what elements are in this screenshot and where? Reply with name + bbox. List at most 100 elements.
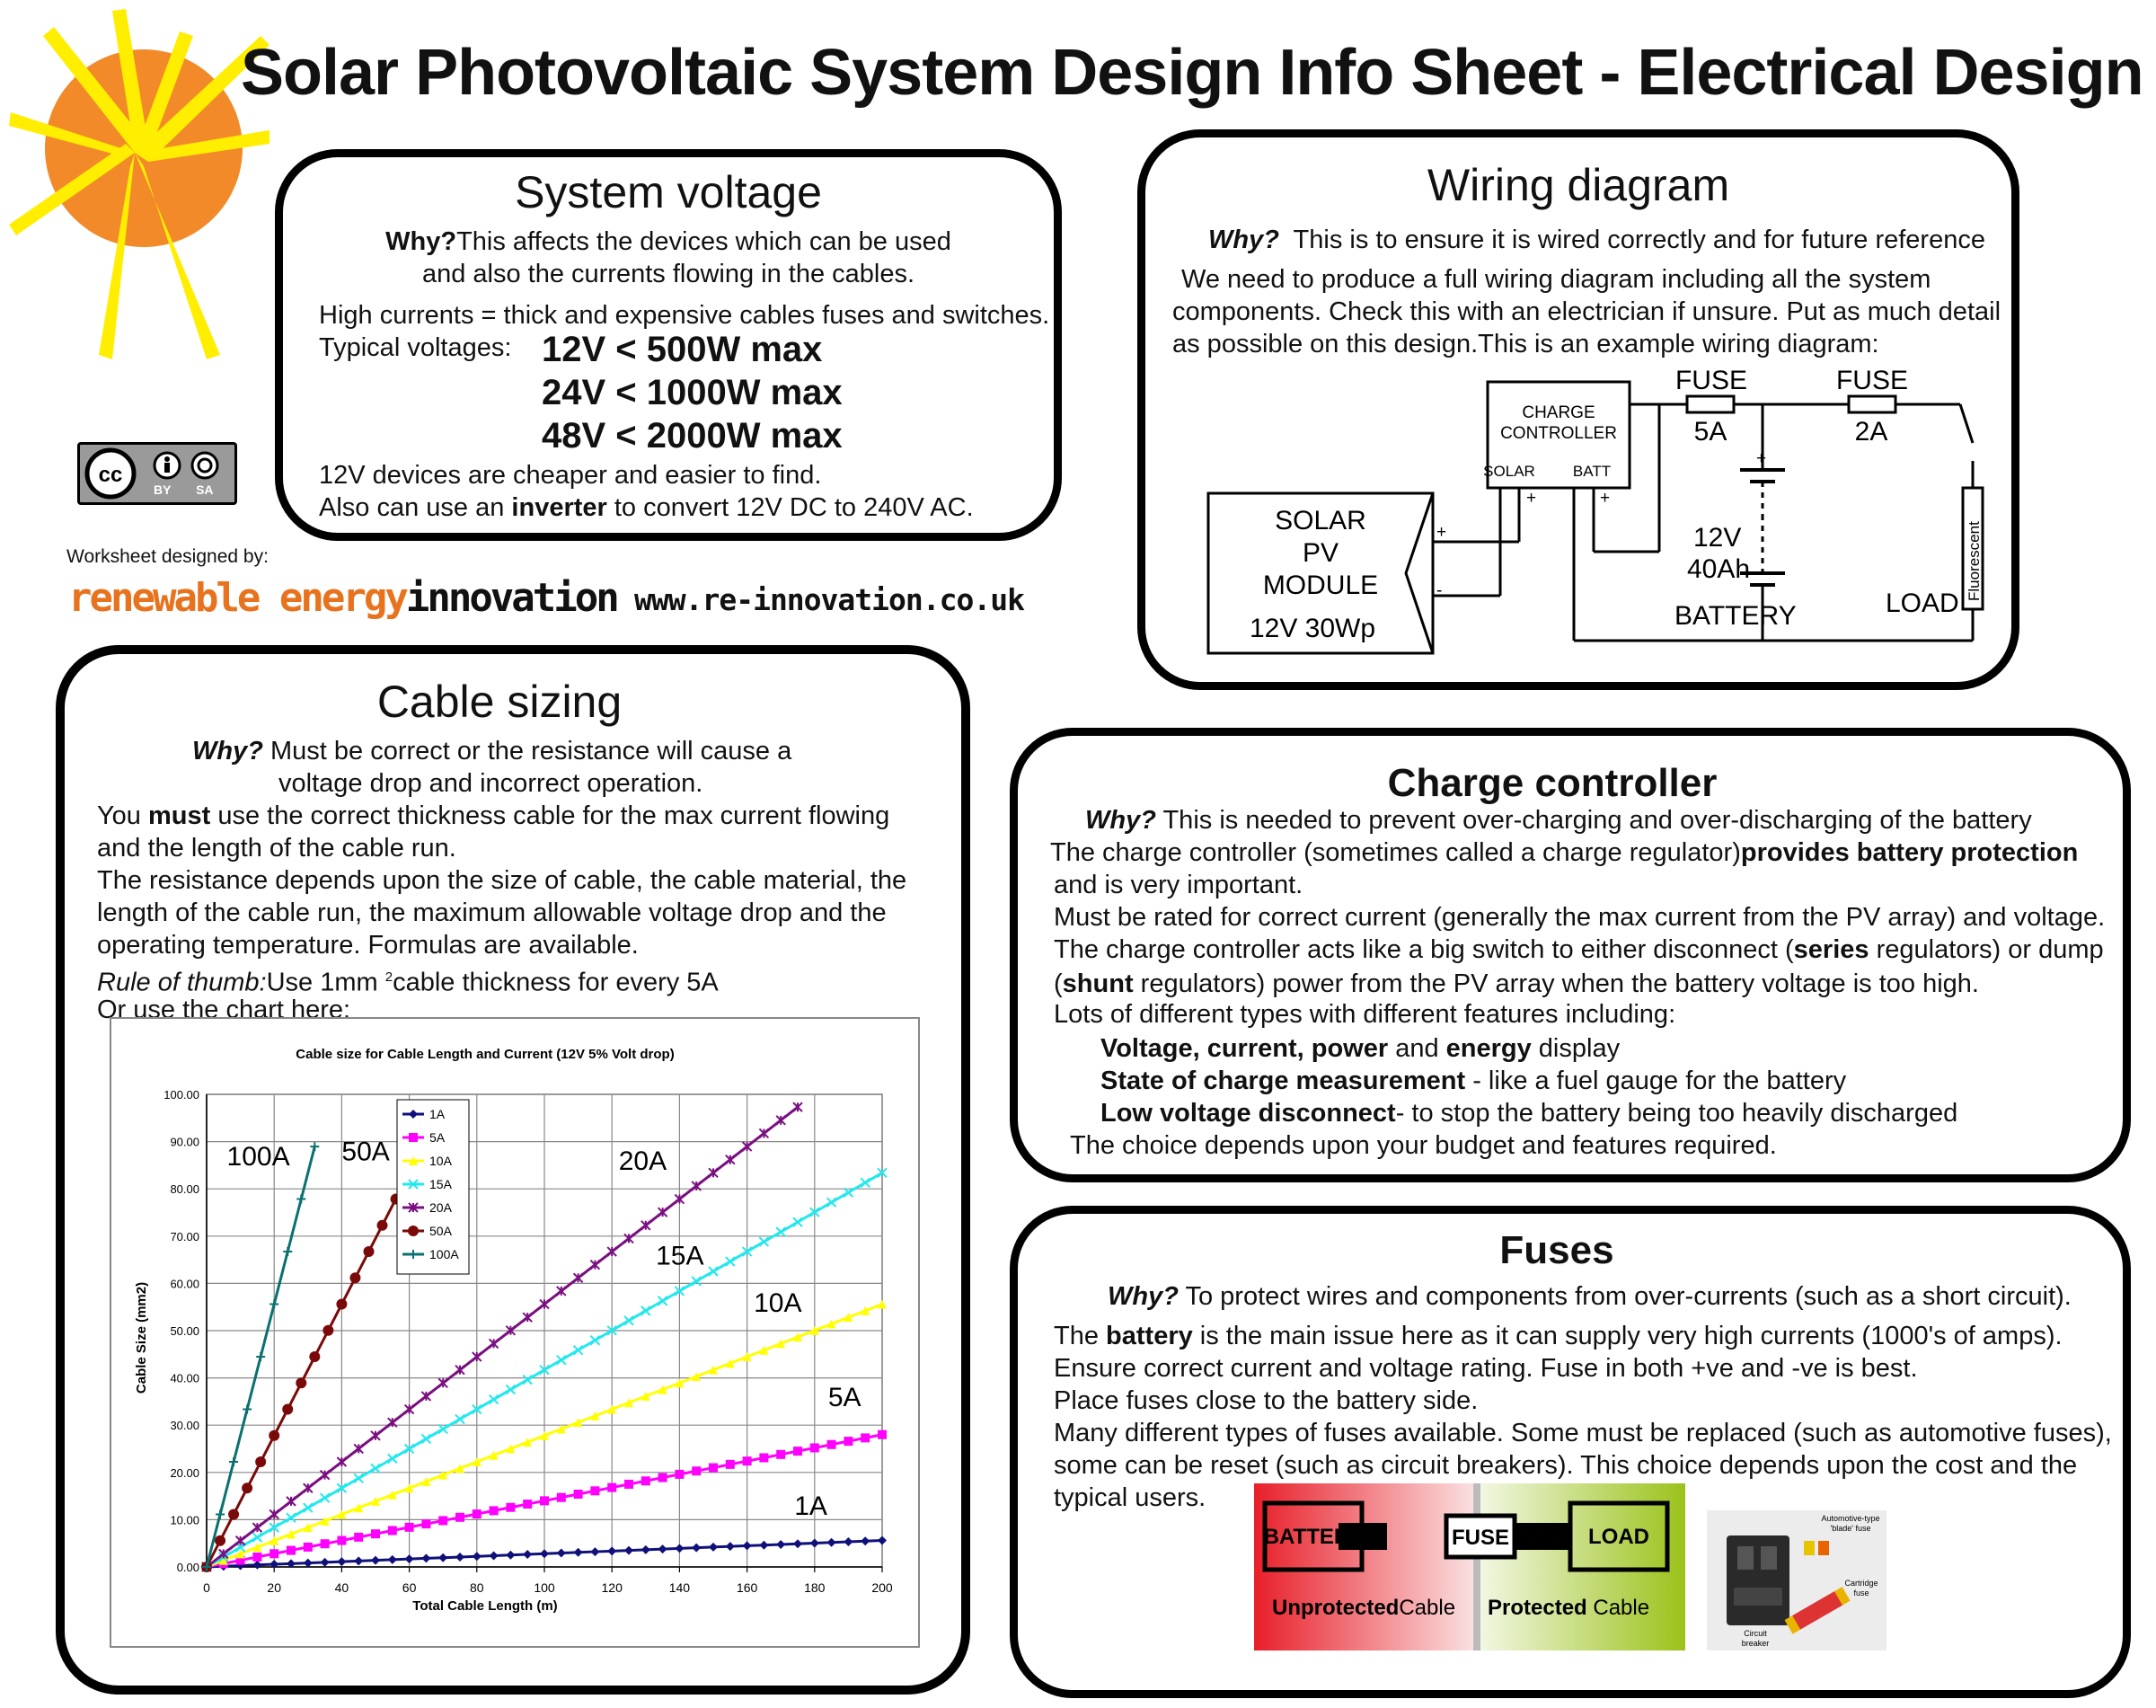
data-point [523,1550,533,1560]
data-point [256,1352,266,1362]
legend-entry: 50A [429,1224,453,1238]
x-tick-label: 140 [669,1580,691,1595]
cc-license-text: BY SA [154,482,214,497]
data-point [540,1430,549,1440]
feature-display-bold: Voltage, current, power [1100,1034,1389,1063]
rule-superscript: 2 [384,969,393,985]
data-point [320,1539,330,1549]
data-point [252,1522,263,1533]
data-point [319,1492,331,1503]
data-point [235,1549,245,1559]
cable-must-line: You must use the correct thickness cable… [97,800,889,832]
data-point [775,1226,786,1237]
fuse-protection-diagram: BATTERY FUSE LOAD UnprotectedCable Prote… [1254,1483,1685,1650]
legend-entry: 1A [429,1107,446,1121]
data-point [489,1450,499,1460]
battery-symbol [1740,468,1785,587]
data-point [826,1537,836,1547]
fuse-1-label: FUSE [1675,366,1747,395]
data-point [572,1272,584,1284]
blade-label: 'blade' fuse [1831,1524,1871,1533]
data-point [641,1305,651,1316]
data-point [336,1456,348,1467]
y-tick-label: 70.00 [170,1230,199,1243]
fuse-types-photo: Automotive-type 'blade' fuse Cartridge f… [1707,1510,1886,1650]
fuses-line-3: Place fuses close to the battery side. [1054,1386,1479,1415]
data-point [286,1496,296,1507]
data-point [861,1433,870,1443]
data-point [809,1207,820,1217]
feature-display-energy: energy [1445,1034,1532,1063]
data-point [623,1233,634,1244]
data-point [506,1550,516,1560]
data-point [323,1324,334,1336]
charge-line-5-pre: ( [1054,969,1063,998]
inverter-post: to convert 12V DC to 240V AC. [606,493,974,522]
cartridge-fuse-label: fuse [1853,1589,1869,1597]
data-point [505,1325,517,1336]
data-point [455,1413,465,1425]
data-point [409,1156,418,1165]
circuit-breaker-image [1727,1535,1789,1625]
fuses-line-2: Ensure correct current and voltage ratin… [1054,1354,1918,1383]
data-point [793,1447,802,1456]
fuse-2-label: FUSE [1836,366,1908,395]
data-point [472,1351,482,1362]
data-point [270,1299,279,1309]
data-point [809,1538,819,1548]
data-point [437,1423,448,1435]
data-point [252,1543,262,1553]
data-point [455,1512,464,1522]
x-tick-label: 100 [534,1580,555,1595]
data-point [572,1345,584,1356]
data-point [692,1466,702,1476]
data-point [776,1449,786,1459]
data-point [556,1548,566,1558]
y-tick-label: 20.00 [170,1466,199,1480]
legend-entry: 20A [429,1200,453,1215]
data-point [658,1473,667,1482]
data-point [255,1456,267,1468]
data-point [404,1483,414,1493]
pv-label-3: MODULE [1263,571,1378,600]
data-point [296,1377,307,1389]
batt-terminal-label: BATT [1573,463,1611,480]
y-tick-label: 0.00 [177,1561,199,1574]
series-label-10a: 10A [754,1288,801,1318]
data-point [742,1352,752,1362]
data-point [709,1463,718,1473]
voltage-option-48v: 48V < 2000W max [542,416,843,456]
fuses-line-1-pre: The [1054,1322,1107,1350]
chart-x-label: Total Cable Length (m) [412,1598,557,1614]
data-point [488,1394,499,1405]
website-link[interactable]: www.re-innovation.co.uk [634,582,1025,617]
data-point [826,1197,837,1208]
data-point [252,1532,263,1543]
automotive-label: Automotive-type [1821,1514,1879,1523]
why-label: Why? [1108,1282,1179,1311]
battery-plus-sign: + [1756,449,1766,468]
data-point [623,1315,634,1326]
series-label-1a: 1A [794,1491,827,1521]
data-point [657,1207,668,1217]
data-point [353,1443,364,1455]
data-point [826,1319,836,1329]
series-label-50a: 50A [341,1137,389,1167]
x-tick-label: 60 [402,1580,417,1595]
data-point [489,1506,499,1516]
protected-bold: Protected [1488,1596,1587,1620]
data-point [437,1377,448,1388]
fuse-2a-symbol [1847,394,1897,414]
data-point [741,1246,753,1257]
wiring-schematic: CHARGE CONTROLLER SOLAR BATT + + + - + F… [1206,366,1984,655]
x-tick-label: 200 [871,1580,893,1595]
charge-line-3: Must be rated for correct current (gener… [1054,903,2106,932]
cable-line-4: length of the cable run, the maximum all… [97,898,887,927]
feature-lvd: Low voltage disconnect- to stop the batt… [1100,1097,1957,1129]
feature-display-post: display [1531,1034,1621,1063]
battery-term: battery [1106,1322,1193,1350]
y-tick-label: 100.00 [163,1088,199,1102]
data-point [607,1546,617,1556]
data-point [792,1102,803,1112]
data-point [792,1217,803,1227]
